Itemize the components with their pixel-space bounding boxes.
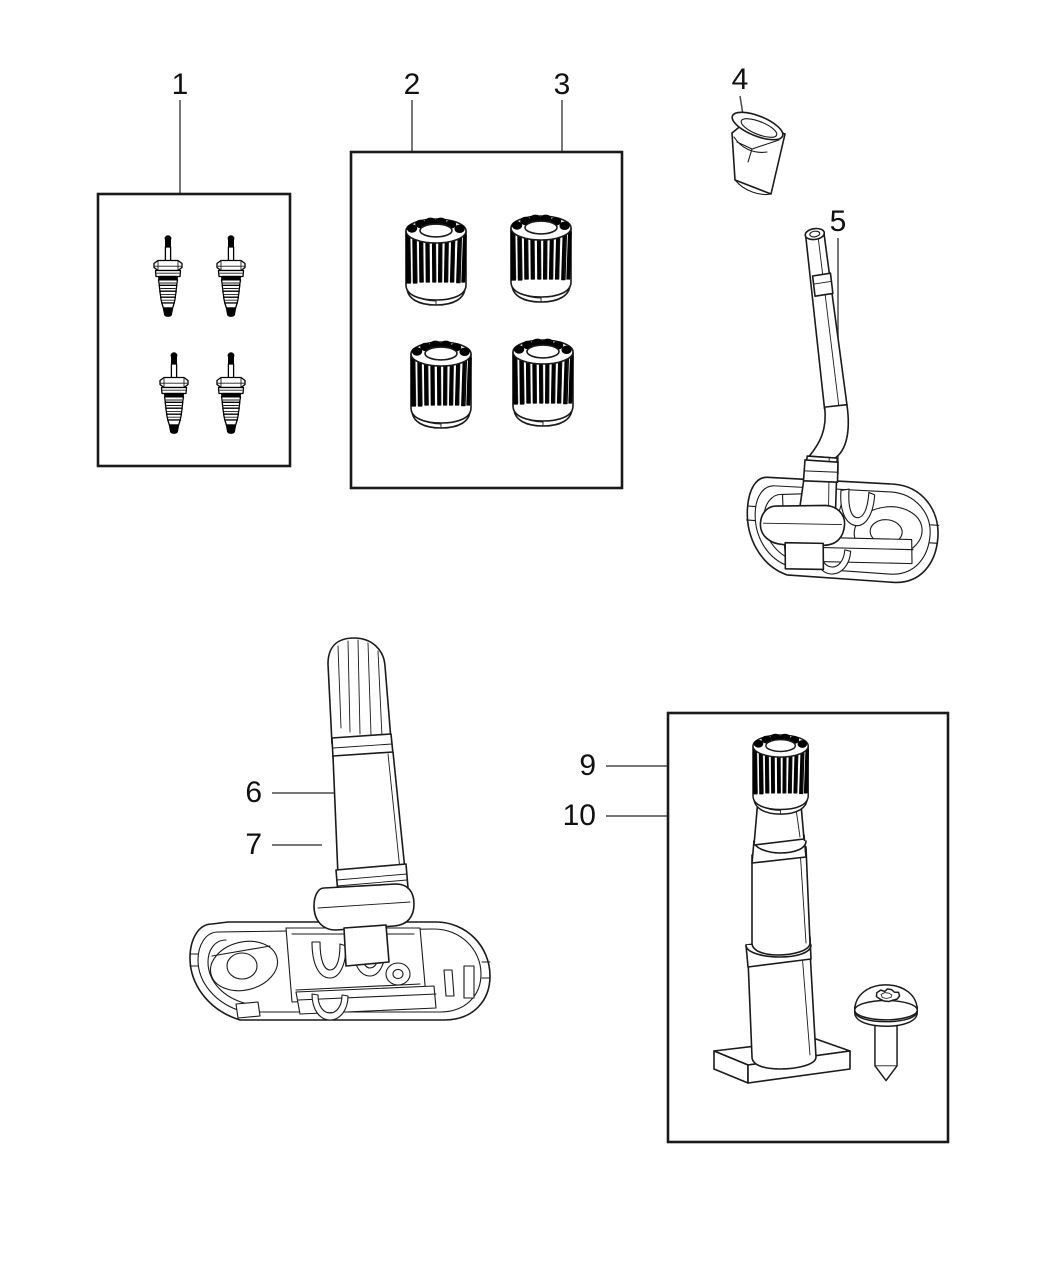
callout-number-10: 10 <box>562 799 596 832</box>
valve-cap-4 <box>512 338 575 427</box>
callout-number-5: 5 <box>829 205 847 238</box>
sensor-service-kit-box <box>666 711 950 1144</box>
valve-cap-3 <box>410 340 473 429</box>
valve-cap-set-group <box>349 150 624 490</box>
valve-core-1 <box>153 235 183 317</box>
callout-number-1: 1 <box>171 68 189 101</box>
valve-cap-set-box <box>349 150 624 490</box>
tpms-sensor-flat-group <box>189 637 491 1021</box>
valve-core-3 <box>159 352 189 434</box>
mounting-screw <box>853 984 919 1082</box>
callout-number-4: 4 <box>731 63 749 96</box>
valve-core-kit-box <box>96 192 292 468</box>
valve-core-2 <box>216 235 246 317</box>
leader-lines <box>179 95 839 846</box>
valve-stem-nut-group <box>727 105 788 196</box>
callout-number-7: 7 <box>245 828 262 861</box>
valve-cap-1 <box>405 217 468 306</box>
callout-number-2: 2 <box>403 68 421 101</box>
callout-number-6: 6 <box>245 776 262 809</box>
callout-number-3: 3 <box>553 68 571 101</box>
callout-number-9: 9 <box>579 749 596 782</box>
tpms-sensor-angled-group <box>742 223 943 587</box>
valve-core-kit-group <box>96 192 292 468</box>
valve-core-4 <box>216 352 246 434</box>
sensor-service-kit-group <box>666 711 950 1144</box>
valve-cap-2 <box>510 214 573 303</box>
tpms-sensor-straight <box>713 733 851 1084</box>
